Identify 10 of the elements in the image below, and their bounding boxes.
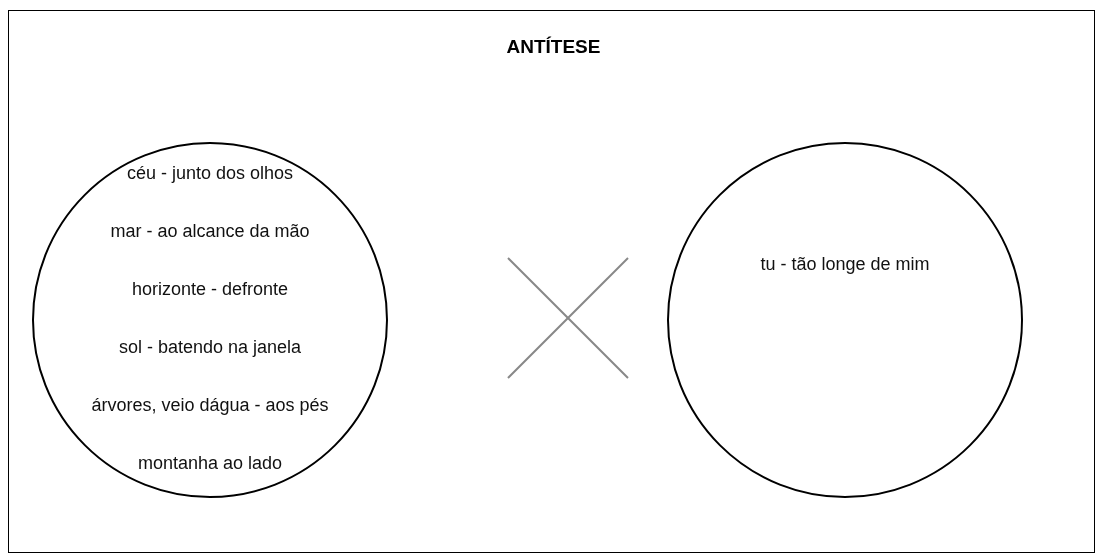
circle [667, 142, 1023, 498]
circle-text: montanha ao lado [136, 453, 284, 474]
circle-text: sol - batendo na janela [117, 337, 303, 358]
circle-text: céu - junto dos olhos [125, 163, 295, 184]
circle [32, 142, 388, 498]
title: ANTÍTESE [505, 36, 602, 58]
circle-text: árvores, veio dágua - aos pés [90, 395, 330, 416]
circle-text: horizonte - defronte [130, 279, 290, 300]
circle-text: tu - tão longe de mim [759, 254, 931, 275]
circle-text: mar - ao alcance da mão [109, 221, 311, 242]
